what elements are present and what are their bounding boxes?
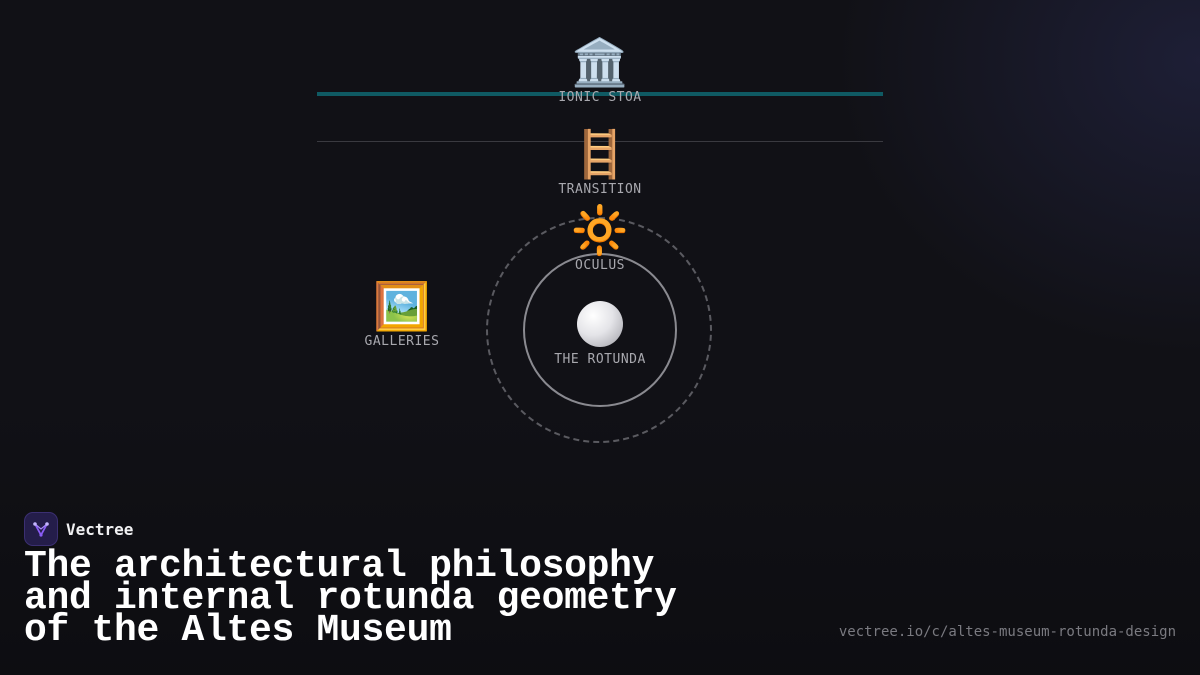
node-transition: 🪜 TRANSITION bbox=[540, 128, 660, 197]
node-label-rotunda: THE ROTUNDA bbox=[554, 352, 646, 367]
ladder-icon: 🪜 bbox=[571, 127, 629, 181]
node-label-oculus: OCULUS bbox=[575, 258, 625, 273]
page-title: The architectural philosophy and interna… bbox=[24, 545, 677, 652]
stoa-accent-line bbox=[317, 92, 883, 96]
framed-picture-icon: 🖼️ bbox=[373, 279, 431, 333]
node-ionic-stoa: 🏛️ IONIC STOA bbox=[540, 36, 660, 105]
node-oculus: 🔆 OCULUS bbox=[540, 204, 660, 273]
vectree-logo-icon bbox=[24, 512, 58, 546]
node-label-transition: TRANSITION bbox=[558, 182, 642, 197]
node-galleries: 🖼️ GALLERIES bbox=[342, 280, 462, 349]
sun-icon: 🔆 bbox=[571, 203, 629, 257]
node-label-stoa: IONIC STOA bbox=[558, 90, 642, 105]
node-rotunda: THE ROTUNDA bbox=[540, 298, 660, 367]
classical-building-icon: 🏛️ bbox=[571, 35, 629, 89]
source-url[interactable]: vectree.io/c/altes-museum-rotunda-design bbox=[838, 624, 1176, 640]
node-label-galleries: GALLERIES bbox=[364, 334, 440, 349]
transition-divider-line bbox=[317, 141, 883, 142]
sphere-icon bbox=[577, 301, 623, 347]
brand-name: Vectree bbox=[66, 519, 134, 539]
rotunda-inner-ring bbox=[523, 253, 677, 407]
brand[interactable]: Vectree bbox=[24, 512, 133, 546]
rotunda-outer-ring bbox=[486, 217, 712, 443]
